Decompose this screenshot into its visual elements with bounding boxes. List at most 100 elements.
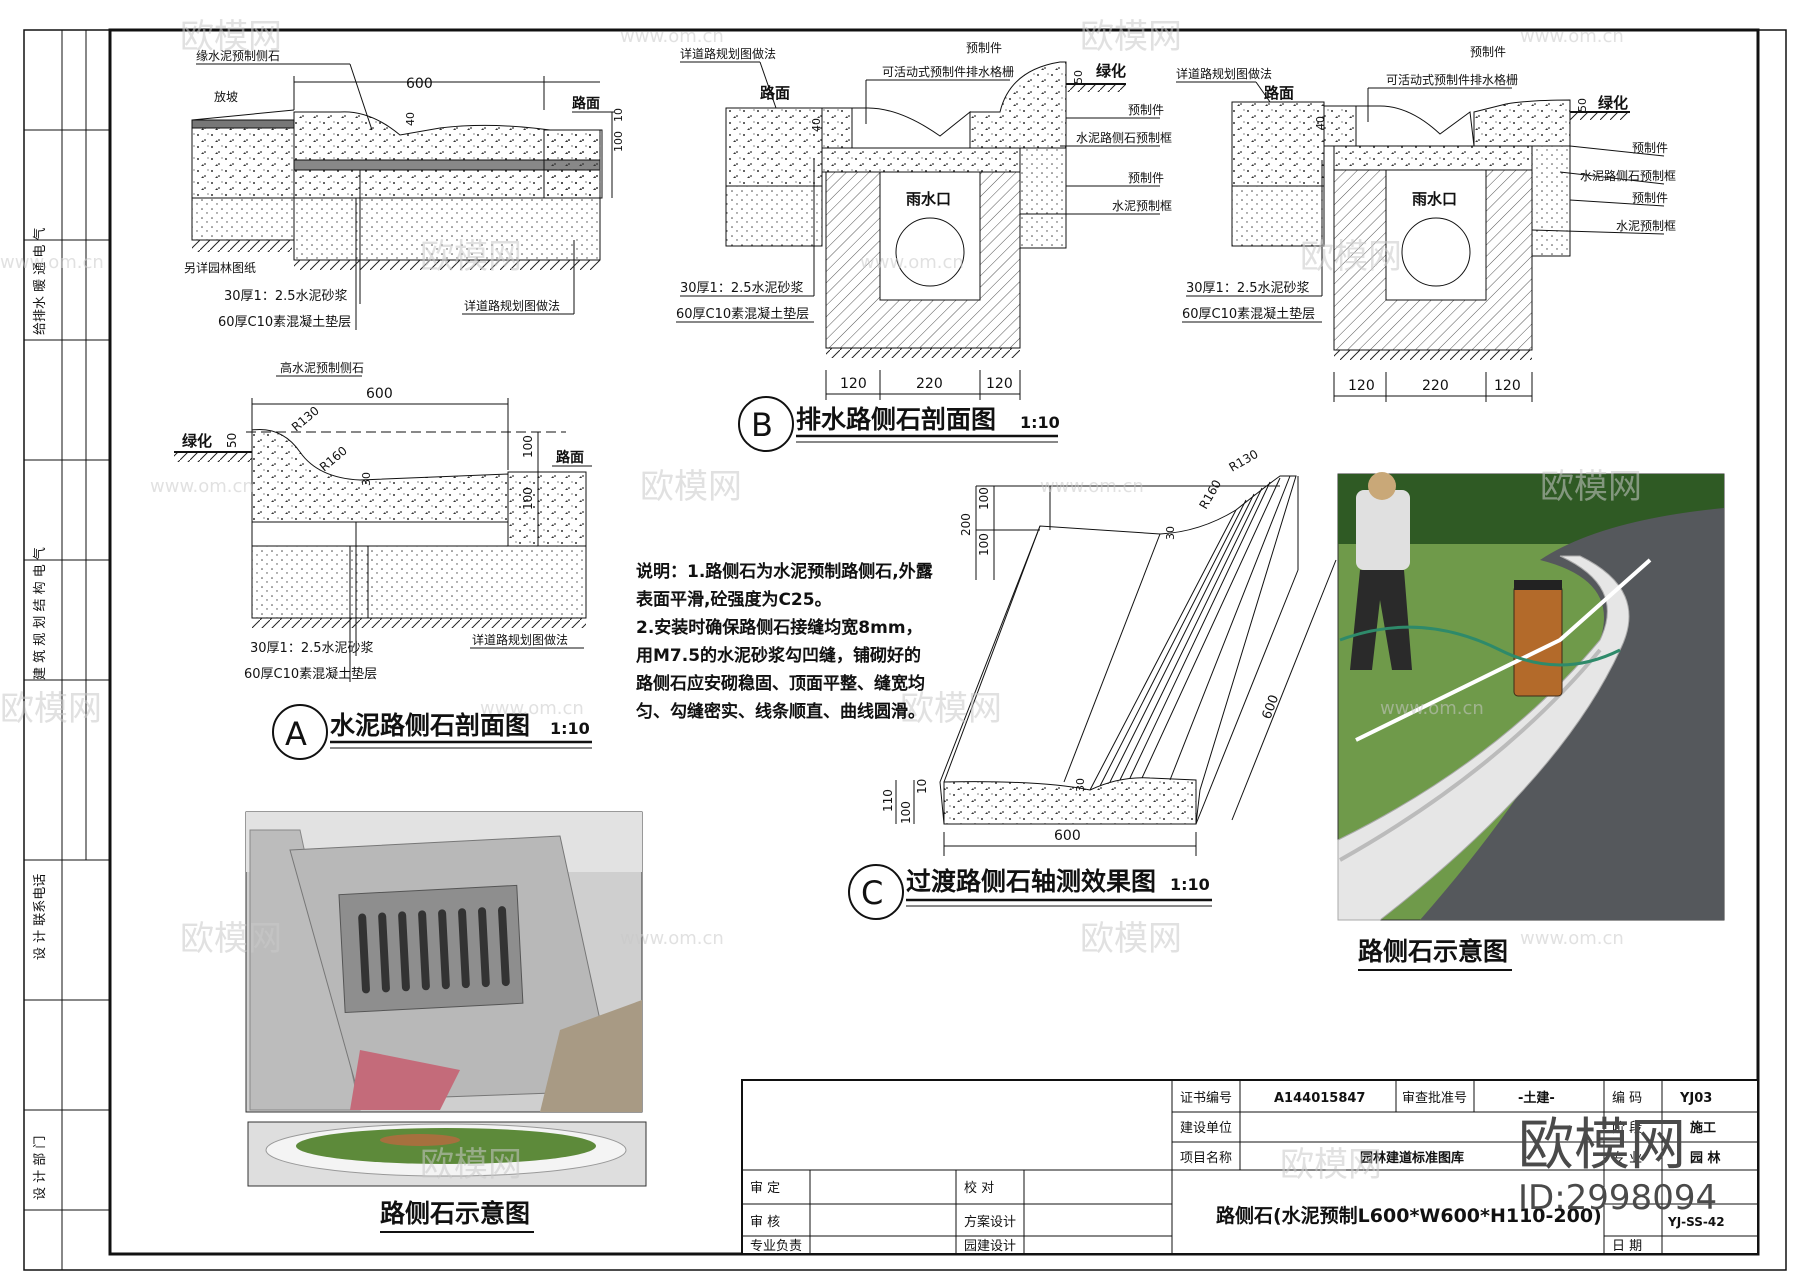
- design-notes: 说明：1.路侧石为水泥预制路侧石,外露表面平滑,砼强度为C25。 2.安装时确保…: [636, 558, 936, 726]
- b-left-label-road: 路面: [760, 84, 790, 102]
- caption-left-photo: 路侧石示意图: [380, 1199, 530, 1228]
- tb-lead-label: 专业负责: [750, 1239, 802, 1254]
- b-right-label-grate: 可活动式预制件排水格栅: [1386, 72, 1518, 87]
- b-left-note-road-ref: 详道路规划图做法: [680, 46, 776, 61]
- tb-check-label: 校 对: [964, 1180, 994, 1196]
- photo-curb-road: [1337, 472, 1725, 921]
- tl-dim-10: 10: [612, 108, 625, 122]
- wm-url-10: www.om.cn: [1520, 928, 1624, 949]
- b-right-side-3: 预制件: [1632, 191, 1668, 205]
- b-right-side-4: 水泥预制框: [1616, 219, 1676, 233]
- c-dim-30-bottom: 30: [1074, 778, 1087, 792]
- section-b-left: 雨水口 详道路规划图做法 路面 预制件 可活动式预制件排水格栅 绿化 50 40…: [676, 41, 1172, 400]
- tl-dim-100: 100: [612, 131, 625, 152]
- wm-brand-12: 欧模网: [1280, 1145, 1382, 1185]
- tb-review-label: 审查批准号: [1402, 1091, 1467, 1106]
- title-block: 证书编号 A144015847 审查批准号 -土建- 编 码 YJ03 建设单位…: [741, 1079, 1759, 1255]
- wm-brand-10: 欧模网: [1080, 919, 1182, 959]
- b-right-label-green: 绿化: [1598, 94, 1628, 112]
- wm-url-2: www.om.cn: [1520, 26, 1624, 47]
- b-right-side-1: 预制件: [1632, 141, 1668, 155]
- b-left-label-grate: 可活动式预制件排水格栅: [882, 64, 1014, 79]
- tb-cert-label: 证书编号: [1180, 1091, 1232, 1106]
- b-left-label-inlet: 雨水口: [906, 190, 951, 208]
- tb-review-value: -土建-: [1518, 1090, 1555, 1106]
- b-right-note-1: 30厚1：2.5水泥砂浆: [1186, 281, 1310, 296]
- wm-brand-2: 欧模网: [1080, 17, 1182, 57]
- tb-scheme-label: 方案设计: [964, 1214, 1016, 1230]
- tb-major-label: 专 业: [1612, 1151, 1642, 1166]
- c-dim-600-bottom: 600: [1054, 828, 1081, 844]
- watermarks: 欧模网 www.om.cn 欧模网 www.om.cn 欧模网 www.om.c…: [0, 17, 1642, 1185]
- tb-cert-value: A144015847: [1274, 1091, 1365, 1106]
- b-left-note-1: 30厚1：2.5水泥砂浆: [680, 281, 804, 296]
- a-scale: 1:10: [550, 719, 590, 738]
- brand-logo-text: 欧模网: [1518, 1113, 1686, 1178]
- a-dim-width: 600: [366, 386, 393, 402]
- c-dim-10: 10: [915, 779, 929, 794]
- b-left-dim-50: 50: [1072, 70, 1085, 84]
- b-right-dim-1: 120: [1348, 378, 1375, 394]
- section-top-left: 600 缘水泥预制侧石 放坡 路面 40 100 10 另详园林图纸 30厚1：…: [184, 49, 625, 330]
- section-c: R130 R160 200 100 100 30 30 600 600 110 …: [848, 447, 1337, 920]
- section-b-title-block: B 排水路侧石剖面图 1:10: [738, 396, 1060, 452]
- a-dim-r160: R160: [317, 443, 350, 474]
- tl-note-other: 另详园林图纸: [184, 260, 256, 275]
- tb-date-label: 日 期: [1612, 1239, 1642, 1254]
- section-a: 600 高水泥预制侧石 R130 R160 50 30 100 100 绿化 路…: [174, 360, 592, 760]
- a-dim-50: 50: [225, 433, 239, 448]
- b-left-dim-1: 120: [840, 376, 867, 392]
- side-label-design-dept: 设 计 部 门: [33, 1136, 48, 1200]
- b-left-side-2: 水泥路侧石预制框: [1076, 130, 1172, 145]
- c-dim-r160: R160: [1196, 477, 1224, 511]
- b-title-label: B: [751, 406, 773, 444]
- tb-project-value: 园林建道标准图库: [1360, 1150, 1464, 1166]
- tl-note-1: 30厚1：2.5水泥砂浆: [224, 289, 348, 304]
- wm-url-1: www.om.cn: [620, 26, 724, 47]
- b-left-side-1: 预制件: [1128, 103, 1164, 117]
- wm-url-8: www.om.cn: [1380, 698, 1484, 719]
- c-title-label: C: [861, 874, 883, 912]
- b-left-dim-2: 220: [916, 376, 943, 392]
- a-note-3: 详道路规划图做法: [472, 632, 568, 647]
- wm-url-9: www.om.cn: [620, 928, 724, 949]
- b-scale: 1:10: [1020, 413, 1060, 432]
- tb-drawing-no: YJ-SS-42: [1667, 1215, 1725, 1229]
- wm-brand-4: 欧模网: [1300, 237, 1402, 277]
- b-left-side-3: 预制件: [1128, 171, 1164, 185]
- wm-brand-5: 欧模网: [640, 467, 742, 507]
- tl-callout-top: 缘水泥预制侧石: [196, 49, 280, 63]
- wm-url-6: www.om.cn: [1040, 476, 1144, 497]
- b-right-dim-40: 40: [1314, 116, 1327, 130]
- b-right-dim-50: 50: [1576, 98, 1589, 112]
- wm-url-4: www.om.cn: [860, 252, 964, 273]
- b-right-label-precast: 预制件: [1470, 45, 1506, 59]
- a-title: 水泥路侧石剖面图: [330, 711, 530, 740]
- tl-note-2: 60厚C10素混凝土垫层: [218, 314, 351, 330]
- note-line-1: 说明：1.路侧石为水泥预制路侧石,外露表面平滑,砼强度为C25。: [636, 562, 933, 610]
- tl-label-slope: 放坡: [214, 89, 238, 104]
- a-dim-100b: 100: [521, 487, 535, 510]
- photo-precast-grate: [245, 811, 643, 1113]
- b-left-label-green: 绿化: [1096, 62, 1126, 80]
- wm-brand-6: 欧模网: [1540, 467, 1642, 507]
- tb-code-value: YJ03: [1679, 1091, 1712, 1106]
- tb-audit-label: 审 核: [750, 1215, 780, 1230]
- c-dim-100a: 100: [977, 487, 991, 510]
- wm-brand-11: 欧模网: [420, 1145, 522, 1185]
- photo-round-planter: [247, 1121, 647, 1187]
- b-right-note-2: 60厚C10素混凝土垫层: [1182, 306, 1315, 322]
- b-right-dim-3: 120: [1494, 378, 1521, 394]
- a-label-road: 路面: [556, 449, 584, 466]
- wm-brand-9: 欧模网: [180, 919, 282, 959]
- brand-id-text: ID:2998094: [1518, 1178, 1718, 1218]
- b-left-dim-3: 120: [986, 376, 1013, 392]
- b-right-dim-2: 220: [1422, 378, 1449, 394]
- b-left-dim-40: 40: [810, 118, 823, 132]
- tb-drawing-title: 路侧石(水泥预制L600*W600*H110-200): [1216, 1204, 1602, 1227]
- a-dim-100a: 100: [521, 435, 535, 458]
- a-note-2: 60厚C10素混凝土垫层: [244, 666, 377, 682]
- side-label-disciplines-1: 给排水 暖 通 电 气: [32, 227, 48, 335]
- left-strip: 给排水 暖 通 电 气 建 筑 规 划 结 构 电 气 设 计 联系电话 设 计…: [24, 30, 110, 1270]
